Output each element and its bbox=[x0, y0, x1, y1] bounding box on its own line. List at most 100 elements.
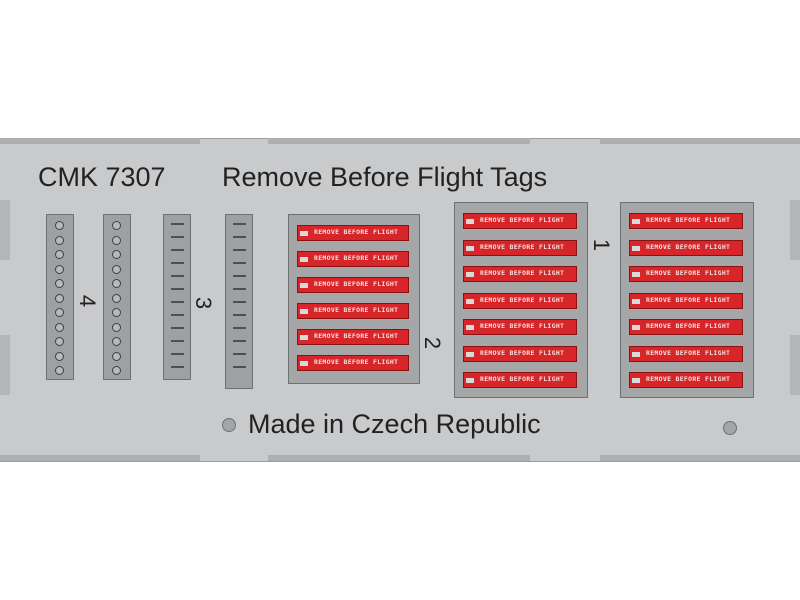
remove-before-flight-tag: REMOVE BEFORE FLIGHT bbox=[297, 251, 409, 267]
tag-tab bbox=[632, 351, 640, 357]
ring-part bbox=[55, 235, 64, 245]
pin-part bbox=[233, 327, 246, 329]
pin-strip bbox=[163, 214, 191, 380]
ring-part bbox=[112, 351, 121, 361]
pin-part bbox=[233, 314, 246, 316]
tag-tab bbox=[300, 309, 308, 314]
ring-part bbox=[112, 221, 121, 230]
remove-before-flight-tag: REMOVE BEFORE FLIGHT bbox=[297, 329, 409, 345]
tag-text: REMOVE BEFORE FLIGHT bbox=[314, 306, 399, 314]
remove-before-flight-tag: REMOVE BEFORE FLIGHT bbox=[463, 345, 577, 362]
fret-rail-top-right bbox=[600, 138, 800, 144]
tag-tab bbox=[466, 325, 474, 330]
ring-part bbox=[55, 279, 64, 288]
pin-part bbox=[171, 340, 184, 342]
pin-strip bbox=[225, 214, 253, 389]
sheet-title: Remove Before Flight Tags bbox=[222, 162, 548, 192]
remove-before-flight-tag: REMOVE BEFORE FLIGHT bbox=[629, 213, 743, 229]
tag-text: REMOVE BEFORE FLIGHT bbox=[480, 348, 565, 357]
tag-text: REMOVE BEFORE FLIGHT bbox=[314, 332, 399, 340]
fret-side-left bbox=[0, 200, 10, 260]
remove-before-flight-tag: REMOVE BEFORE FLIGHT bbox=[463, 213, 577, 229]
remove-before-flight-tag: REMOVE BEFORE FLIGHT bbox=[463, 372, 577, 388]
mounting-hole-left bbox=[222, 418, 236, 432]
tag-text: REMOVE BEFORE FLIGHT bbox=[480, 216, 565, 224]
tag-tab bbox=[632, 245, 640, 251]
tag-tab bbox=[632, 378, 640, 383]
fret-rail-top-left bbox=[0, 138, 200, 144]
remove-before-flight-tag: REMOVE BEFORE FLIGHT bbox=[297, 225, 409, 241]
tag-tab bbox=[466, 272, 474, 277]
fret-rail-bottom-left bbox=[0, 455, 200, 461]
tag-text: REMOVE BEFORE FLIGHT bbox=[646, 269, 731, 277]
pin-part bbox=[233, 262, 246, 264]
tag-tab bbox=[300, 361, 308, 366]
tag-tab bbox=[632, 219, 640, 224]
ring-part bbox=[112, 264, 121, 274]
ring-part bbox=[55, 322, 64, 332]
ring-part bbox=[55, 351, 64, 361]
remove-before-flight-tag: REMOVE BEFORE FLIGHT bbox=[629, 372, 743, 388]
tag-tab bbox=[632, 325, 640, 330]
set-number-4: 4 bbox=[75, 294, 101, 308]
tag-tab bbox=[466, 219, 474, 224]
tag-tab bbox=[300, 231, 308, 236]
tag-text: REMOVE BEFORE FLIGHT bbox=[480, 322, 565, 330]
pin-part bbox=[233, 275, 246, 277]
pin-part bbox=[171, 301, 184, 303]
ring-part bbox=[112, 279, 121, 288]
tag-text: REMOVE BEFORE FLIGHT bbox=[314, 358, 399, 366]
tag-text: REMOVE BEFORE FLIGHT bbox=[314, 280, 399, 288]
set-number-3: 3 bbox=[191, 296, 217, 310]
fret-rail-bottom-mid bbox=[268, 455, 530, 461]
pin-part bbox=[171, 327, 184, 329]
origin-label: Made in Czech Republic bbox=[248, 409, 541, 439]
tag-tab bbox=[466, 298, 474, 304]
ring-strip bbox=[46, 214, 74, 380]
ring-part bbox=[112, 235, 121, 245]
remove-before-flight-tag: REMOVE BEFORE FLIGHT bbox=[463, 319, 577, 335]
tag-tab bbox=[466, 245, 474, 251]
remove-before-flight-tag: REMOVE BEFORE FLIGHT bbox=[297, 355, 409, 371]
remove-before-flight-tag: REMOVE BEFORE FLIGHT bbox=[297, 303, 409, 319]
ring-part bbox=[112, 293, 121, 303]
ring-part bbox=[112, 366, 121, 375]
pin-part bbox=[171, 275, 184, 277]
pin-part bbox=[233, 288, 246, 290]
tag-text: REMOVE BEFORE FLIGHT bbox=[480, 295, 565, 304]
tag-panel-1b: REMOVE BEFORE FLIGHT REMOVE BEFORE FLIGHT… bbox=[620, 202, 754, 398]
ring-part bbox=[112, 250, 121, 259]
pin-part bbox=[171, 262, 184, 264]
tag-tab bbox=[632, 272, 640, 277]
pin-part bbox=[171, 236, 184, 238]
tag-text: REMOVE BEFORE FLIGHT bbox=[646, 295, 731, 304]
remove-before-flight-tag: REMOVE BEFORE FLIGHT bbox=[297, 277, 409, 293]
tag-text: REMOVE BEFORE FLIGHT bbox=[646, 348, 731, 357]
ring-part bbox=[55, 264, 64, 274]
fret-side-left-low bbox=[0, 335, 10, 395]
remove-before-flight-tag: REMOVE BEFORE FLIGHT bbox=[629, 345, 743, 362]
pin-part bbox=[171, 366, 184, 368]
tag-tab bbox=[300, 335, 308, 340]
product-code: CMK 7307 bbox=[38, 162, 166, 192]
tag-tab bbox=[300, 257, 308, 262]
pin-part bbox=[233, 301, 246, 303]
set-number-2: 2 bbox=[420, 336, 446, 350]
mounting-hole-right bbox=[723, 421, 737, 435]
ring-strip bbox=[103, 214, 131, 380]
tag-panel-2: REMOVE BEFORE FLIGHT REMOVE BEFORE FLIGHT… bbox=[288, 214, 420, 384]
remove-before-flight-tag: REMOVE BEFORE FLIGHT bbox=[629, 239, 743, 256]
tag-text: REMOVE BEFORE FLIGHT bbox=[646, 322, 731, 330]
pin-part bbox=[233, 223, 246, 225]
remove-before-flight-tag: REMOVE BEFORE FLIGHT bbox=[463, 239, 577, 256]
ring-part bbox=[55, 250, 64, 259]
tag-text: REMOVE BEFORE FLIGHT bbox=[646, 216, 731, 224]
tag-tab bbox=[300, 283, 308, 288]
pin-part bbox=[233, 353, 246, 355]
pin-part bbox=[233, 340, 246, 342]
pin-part bbox=[171, 249, 184, 251]
pin-part bbox=[233, 236, 246, 238]
remove-before-flight-tag: REMOVE BEFORE FLIGHT bbox=[463, 292, 577, 309]
tag-text: REMOVE BEFORE FLIGHT bbox=[314, 254, 399, 262]
pin-part bbox=[171, 314, 184, 316]
